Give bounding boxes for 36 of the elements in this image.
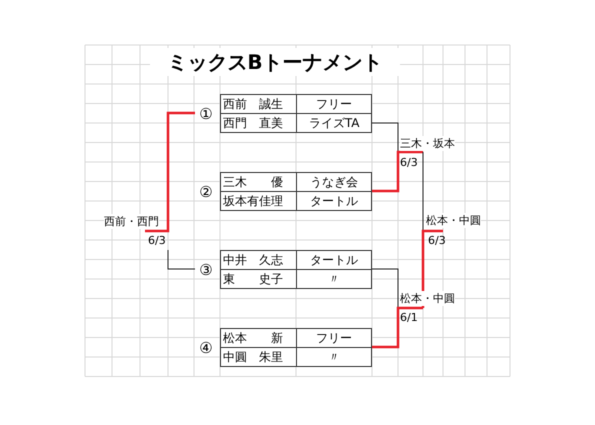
- club-name: フリー: [296, 94, 372, 114]
- club-name: タートル: [296, 192, 372, 210]
- bracket-line: [145, 112, 195, 232]
- bracket-line: [422, 152, 424, 232]
- club-name: 〃: [296, 270, 372, 288]
- club-name: 〃: [296, 348, 372, 366]
- seed-number: ①: [198, 104, 214, 124]
- winner-pair: 三木・坂本: [400, 136, 455, 151]
- seed-number: ③: [198, 260, 214, 280]
- winner-pair: 西前・西門: [104, 214, 159, 229]
- winner-pair: 松本・中圓: [400, 291, 455, 306]
- club-name: フリー: [296, 328, 372, 348]
- bracket-line: [168, 250, 196, 270]
- player-name: 東 史子: [220, 270, 297, 288]
- seed-number: ②: [198, 182, 214, 202]
- club-name: タートル: [296, 250, 372, 270]
- club-name: うなぎ会: [296, 172, 372, 192]
- player-name: 松本 新: [220, 328, 297, 348]
- winner-pair: 松本・中圓: [426, 213, 481, 228]
- player-name: 坂本有佳理: [220, 192, 297, 210]
- bracket-line: [372, 122, 398, 152]
- club-name: ライズTA: [296, 114, 372, 132]
- player-name: 三木 優: [220, 172, 297, 192]
- bracket-line: [372, 150, 423, 192]
- score-label: 6/1: [400, 311, 418, 325]
- score-label: 6/3: [400, 156, 418, 170]
- player-name: 西前 誠生: [220, 94, 297, 114]
- player-name: 西門 直美: [220, 114, 297, 132]
- score-label: 6/3: [148, 234, 166, 248]
- player-name: 中圓 朱里: [220, 348, 297, 366]
- seed-number: ④: [198, 338, 214, 358]
- bracket-line: [372, 306, 423, 348]
- score-label: 6/3: [428, 234, 446, 248]
- player-name: 中井 久志: [220, 250, 297, 270]
- title: ミックスBトーナメント: [150, 48, 400, 76]
- bracket-line: [372, 268, 398, 308]
